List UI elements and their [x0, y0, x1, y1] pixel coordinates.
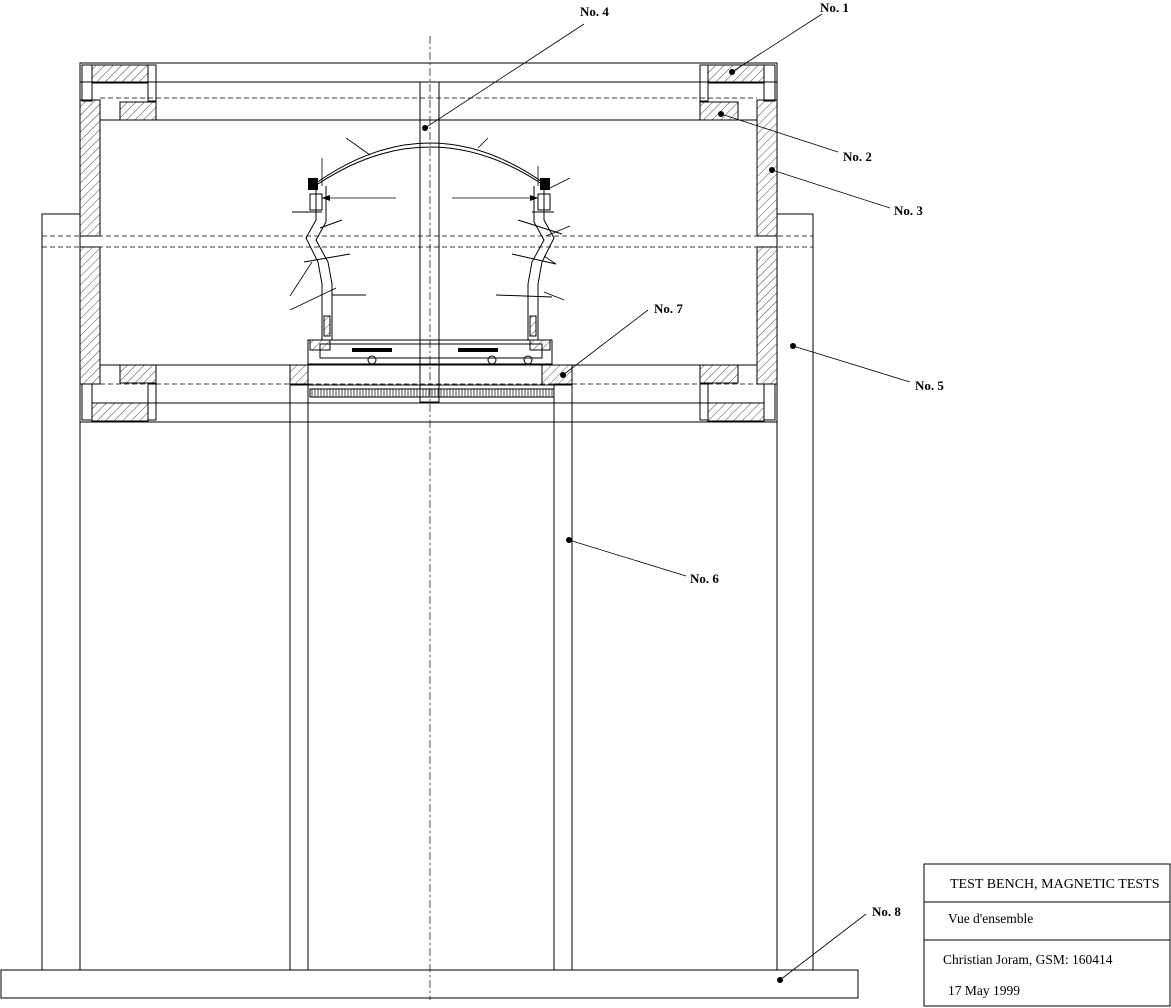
title-block-date: 17 May 1999 [948, 983, 1020, 998]
title-block-author: Christian Joram, GSM: 160414 [943, 952, 1113, 967]
label-no-4: No. 4 [580, 4, 609, 19]
title-block-subtitle: Vue d'ensemble [948, 911, 1033, 926]
support-legs [289, 383, 573, 971]
magnet-box [79, 62, 778, 423]
support-plate [289, 364, 573, 398]
tube-assembly [289, 137, 571, 365]
callout-labels: No. 1 No. 2 No. 3 No. 4 No. 5 No. 6 No. … [580, 0, 944, 919]
label-no-1: No. 1 [820, 0, 849, 15]
outer-frame [41, 213, 814, 971]
title-block: TEST BENCH, MAGNETIC TESTS Vue d'ensembl… [923, 863, 1171, 1007]
label-no-3: No. 3 [894, 203, 923, 218]
label-no-6: No. 6 [690, 571, 719, 586]
shield-comb [311, 389, 553, 397]
label-no-2: No. 2 [843, 149, 872, 164]
callout-leaders [422, 13, 911, 983]
label-no-7: No. 7 [654, 301, 683, 316]
title-block-title: TEST BENCH, MAGNETIC TESTS [950, 877, 1160, 892]
label-no-5: No. 5 [915, 378, 944, 393]
base-plate [0, 969, 859, 999]
label-no-8: No. 8 [872, 904, 901, 919]
center-shaft [419, 36, 440, 1000]
